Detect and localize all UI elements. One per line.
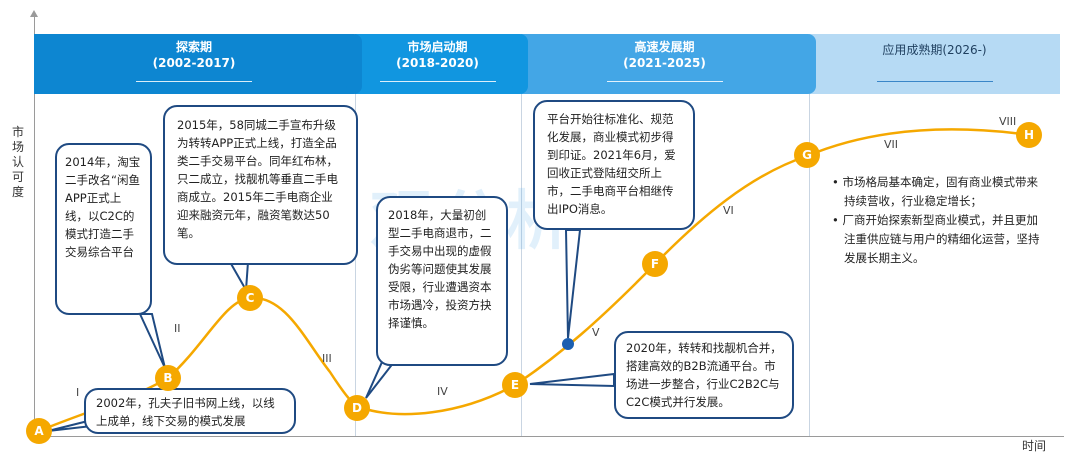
phase-divider-line (606, 81, 723, 82)
segment-label: VII (884, 138, 899, 151)
segment-label: VI (723, 204, 734, 217)
note-item: • 厂商开始探索新型商业模式，并且更加注重供应链与用户的精细化运营，坚持发展长期… (832, 213, 1040, 265)
callout-f: 平台开始往标准化、规范化发展，商业模式初步得到印证。2021年6月，爱回收正式登… (533, 100, 695, 230)
event-dot (562, 338, 574, 350)
note-text: 厂商开始探索新型商业模式，并且更加注重供应链与用户的精细化运营，坚持发展长期主义… (842, 213, 1040, 265)
phase-name: 高速发展期 (634, 40, 695, 54)
segment-label: I (76, 386, 80, 399)
callout-pointer-b (138, 313, 166, 369)
phase-divider-line (136, 81, 252, 82)
phase-divider-line (876, 81, 993, 82)
phase-divider-line (379, 81, 496, 82)
milestone-marker-h: H (1016, 122, 1042, 148)
x-axis-label: 时间 (1022, 439, 1047, 453)
milestone-marker-e: E (502, 372, 528, 398)
milestone-marker-g: G (794, 142, 820, 168)
callout-pointer-d (365, 361, 397, 399)
callout-a: 2002年，孔夫子旧书网上线，以线上成单，线下交易的模式发展 (84, 388, 296, 434)
note-item: • 市场格局基本确定，固有商业模式带来持续营收，行业稳定增长； (832, 175, 1038, 208)
phase-mature: 应用成熟期(2026-) (809, 34, 1060, 94)
callout-e: 2020年，转转和找靓机合并，搭建高效的B2B流通平台。市场进一步整合，行业C2… (614, 331, 794, 419)
phase-market-launch: 市场启动期 (2018-2020) (355, 34, 528, 94)
note-text: 市场格局基本确定，固有商业模式带来持续营收，行业稳定增长； (842, 175, 1038, 208)
phase-exploration: 探索期 (2002-2017) (34, 34, 362, 94)
segment-label: II (174, 322, 181, 335)
y-axis-arrow (30, 10, 38, 17)
callout-pointer-f (564, 229, 582, 339)
phase-dates: (2018-2020) (396, 56, 479, 70)
callout-pointer-e (529, 372, 615, 388)
phase-dates: (2021-2025) (623, 56, 706, 70)
segment-label: V (592, 326, 600, 339)
phase-name: 应用成熟期(2026-) (882, 43, 987, 57)
milestone-marker-c: C (237, 285, 263, 311)
phase-separator (521, 94, 522, 436)
callout-c: 2015年，58同城二手宣布升级为转转APP正式上线，打造全品类二手交易平台。同… (163, 105, 358, 265)
milestone-marker-d: D (344, 395, 370, 421)
callout-d: 2018年，大量初创型二手电商退市，二手交易中出现的虚假伪劣等问题使其发展受限，… (376, 196, 508, 366)
phase-separator (809, 94, 810, 436)
phase-rapid-growth: 高速发展期 (2021-2025) (521, 34, 816, 94)
phase-name: 市场启动期 (407, 40, 468, 54)
milestone-marker-a: A (26, 418, 52, 444)
segment-label: VIII (999, 115, 1017, 128)
phase-dates: (2002-2017) (152, 56, 236, 70)
milestone-marker-f: F (642, 251, 668, 277)
y-axis (34, 12, 35, 437)
segment-label: III (322, 352, 332, 365)
mature-phase-notes: • 市场格局基本确定，固有商业模式带来持续营收，行业稳定增长； • 厂商开始探索… (832, 173, 1047, 268)
phase-name: 探索期 (175, 40, 212, 54)
segment-label: IV (437, 385, 448, 398)
x-axis (34, 436, 1064, 437)
milestone-marker-b: B (155, 365, 181, 391)
phase-separator (355, 94, 356, 436)
y-axis-label: 市场认可度 (12, 125, 25, 199)
callout-b: 2014年，淘宝二手改名“闲鱼APP正式上线，以C2C的模式打造二手交易综合平台 (55, 143, 152, 315)
